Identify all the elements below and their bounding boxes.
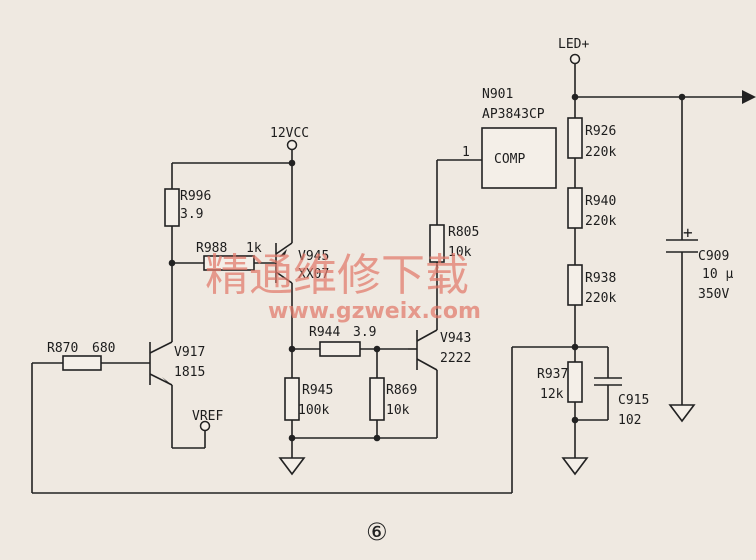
c915-ref: C915 <box>618 393 649 408</box>
r937-ref: R937 <box>537 367 568 382</box>
capacitor-c909 <box>666 239 698 253</box>
terminal-vref <box>199 420 211 432</box>
output-arrow <box>742 90 756 104</box>
resistor-r805 <box>429 224 445 263</box>
transistor-v943 <box>408 329 438 371</box>
resistor-r944 <box>319 341 361 357</box>
r988-ref: R988 <box>196 241 227 256</box>
resistor-r869 <box>369 377 385 421</box>
r869-ref: R869 <box>386 383 417 398</box>
resistor-r937 <box>567 361 583 403</box>
r938-ref: R938 <box>585 271 616 286</box>
r926-ref: R926 <box>585 124 616 139</box>
v917-type: 1815 <box>174 365 205 380</box>
c909-voltage: 350V <box>698 287 729 302</box>
ic-pin-number: 1 <box>462 145 470 160</box>
r869-value: 10k <box>386 403 410 418</box>
resistor-r996 <box>164 188 180 227</box>
wires <box>31 64 742 494</box>
v917-ref: V917 <box>174 345 205 360</box>
resistor-r945 <box>284 377 300 421</box>
figure-number: ⑥ <box>366 518 388 546</box>
transistor-v945 <box>275 242 293 284</box>
c909-polarity: + <box>683 223 693 242</box>
r945-ref: R945 <box>302 383 333 398</box>
label-led-plus: LED+ <box>558 37 589 52</box>
r940-ref: R940 <box>585 194 616 209</box>
ic-pin-name: COMP <box>494 152 525 167</box>
ground-symbol <box>561 457 589 476</box>
terminal-12vcc <box>286 139 298 151</box>
resistor-r926 <box>567 117 583 159</box>
r938-value: 220k <box>585 291 616 306</box>
c915-value: 102 <box>618 413 641 428</box>
r996-ref: R996 <box>180 189 211 204</box>
resistor-r938 <box>567 264 583 306</box>
ground-symbol <box>278 457 306 476</box>
transistor-v917 <box>149 341 173 386</box>
v943-ref: V943 <box>440 331 471 346</box>
r937-value: 12k <box>540 387 564 402</box>
terminal-led-plus <box>569 53 581 65</box>
label-12vcc: 12VCC <box>270 126 309 141</box>
r945-value: 100k <box>298 403 329 418</box>
r870-value: 680 <box>92 341 115 356</box>
r940-value: 220k <box>585 214 616 229</box>
capacitor-c915 <box>594 377 622 386</box>
resistor-r988 <box>203 255 255 271</box>
v945-type: XX07 <box>298 267 329 282</box>
r805-ref: R805 <box>448 225 479 240</box>
watermark-chinese: 精通维修下载 <box>205 250 469 301</box>
r944-value: 3.9 <box>353 325 376 340</box>
c909-ref: C909 <box>698 249 729 264</box>
ic-part-label: AP3843CP <box>482 107 545 122</box>
r944-ref: R944 <box>309 325 340 340</box>
r926-value: 220k <box>585 145 616 160</box>
ic-ref-label: N901 <box>482 87 513 102</box>
junction-dots <box>168 93 686 442</box>
ic-n901 <box>481 127 557 189</box>
c909-value: 10 μ <box>702 267 733 282</box>
resistor-r870 <box>62 355 102 371</box>
r805-value: 10k <box>448 245 472 260</box>
label-vref: VREF <box>192 409 223 424</box>
v943-type: 2222 <box>440 351 471 366</box>
r988-value: 1k <box>246 241 262 256</box>
r870-ref: R870 <box>47 341 78 356</box>
ground-symbol <box>668 404 696 423</box>
r996-value: 3.9 <box>180 207 203 222</box>
resistor-r940 <box>567 187 583 229</box>
watermark-url: www.gzweix.com <box>268 299 481 324</box>
v945-ref: V945 <box>298 249 329 264</box>
